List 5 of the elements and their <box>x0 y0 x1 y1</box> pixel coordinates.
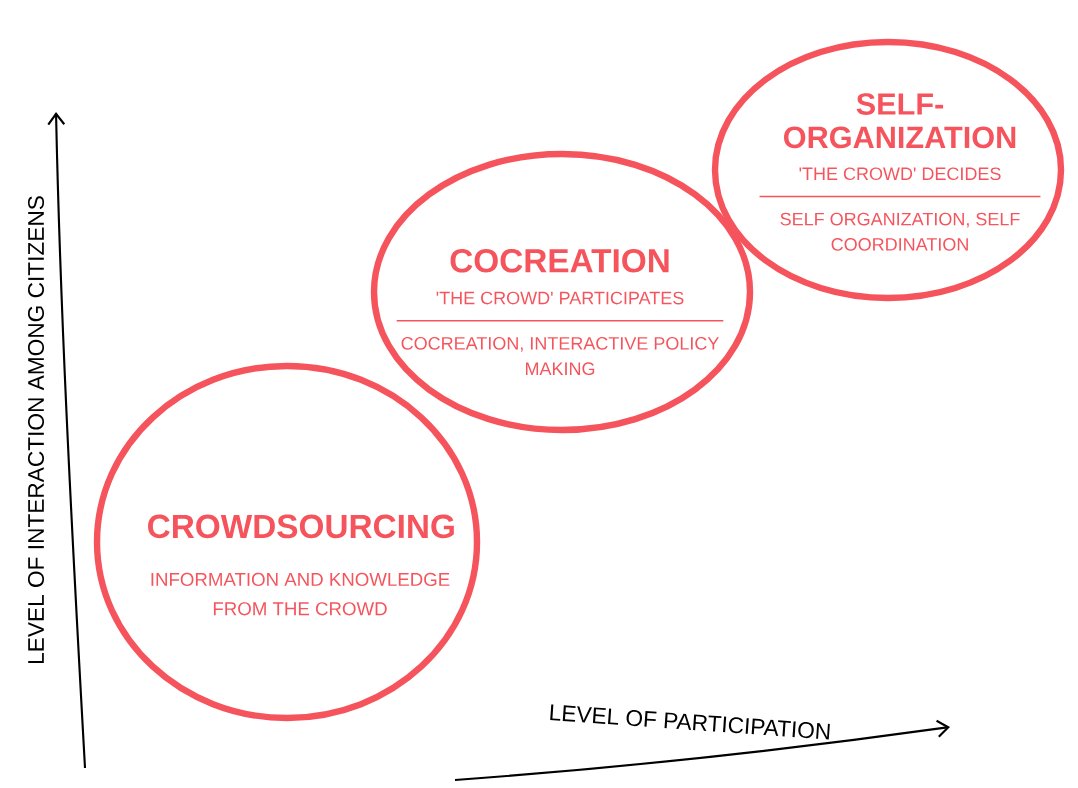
ellipse-node: SELF-ORGANIZATION 'THE CROWD' DECIDES SELF ORGANIZATION, SELF COORDINATION <box>711 38 1065 302</box>
axis-label: LEVEL OF PARTICIPATION <box>550 704 830 740</box>
ellipse-node: COCREATION 'THE CROWD' PARTICIPATES COCREATION, INTERACTIVE POLICY MAKING <box>370 150 754 434</box>
axis-label: LEVEL OF INTERACTION AMONG CITIZENS <box>28 196 45 663</box>
ellipse-node: CROWDSOURCING INFORMATION AND KNOWLEDGE FROM THE CROWD <box>93 362 481 722</box>
